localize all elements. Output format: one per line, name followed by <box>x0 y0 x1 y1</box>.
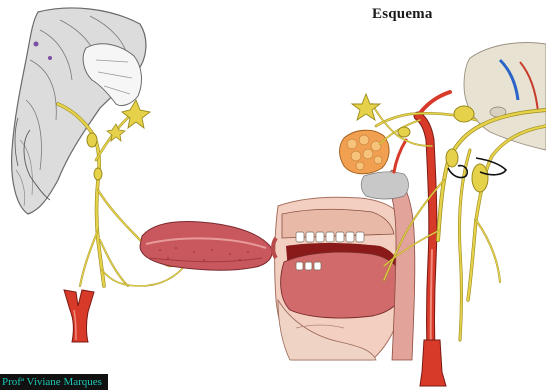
parotid-gland-drawing <box>340 130 390 174</box>
face-section-drawing <box>273 197 409 360</box>
artery-base-right <box>420 340 446 386</box>
author-credit: Profª Viviane Marques <box>0 374 108 390</box>
diagram-heading: Esquema <box>372 6 433 23</box>
ganglion-star <box>352 94 380 120</box>
skull-base-drawing <box>464 43 546 150</box>
